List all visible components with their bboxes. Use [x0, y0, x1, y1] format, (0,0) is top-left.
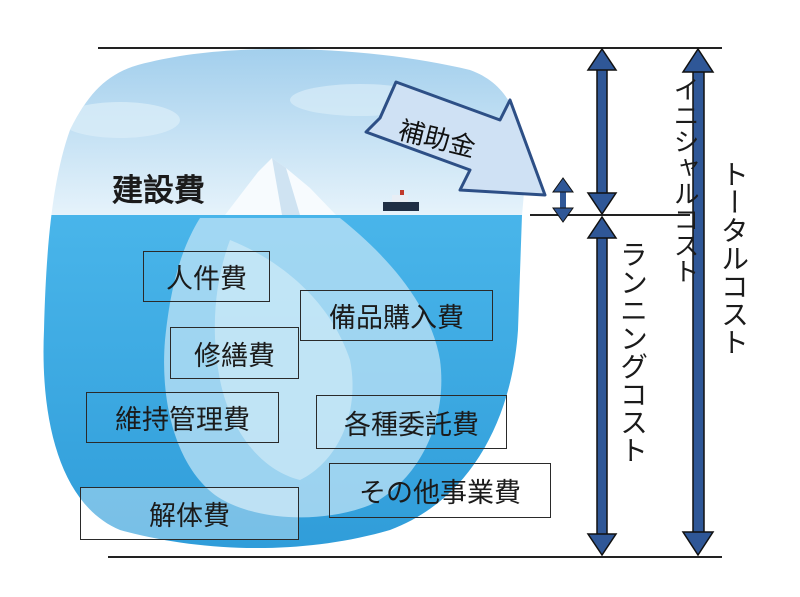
subsidy-gap-arrow — [552, 177, 574, 223]
running-cost-label: ランニングコスト — [616, 240, 649, 464]
total-cost-arrow — [681, 47, 715, 557]
cost-item-outsourcing: 各種委託費 — [316, 395, 507, 449]
cost-item-demolition: 解体費 — [80, 487, 299, 540]
running-cost-arrow — [586, 215, 618, 557]
total-cost-label: トータルコスト — [717, 160, 750, 356]
cost-item-personnel: 人件費 — [143, 251, 270, 302]
cost-item-other: その他事業費 — [329, 463, 551, 518]
initial-cost-label: イニシャルコスト — [669, 76, 699, 284]
cost-item-maintenance: 維持管理費 — [86, 392, 279, 443]
cost-item-equipment: 備品購入費 — [300, 290, 493, 341]
cost-item-repair: 修繕費 — [170, 327, 299, 379]
construction-cost-label: 建設費 — [112, 173, 205, 209]
initial-cost-arrow — [586, 47, 618, 216]
subsidy-arrow — [364, 80, 547, 197]
